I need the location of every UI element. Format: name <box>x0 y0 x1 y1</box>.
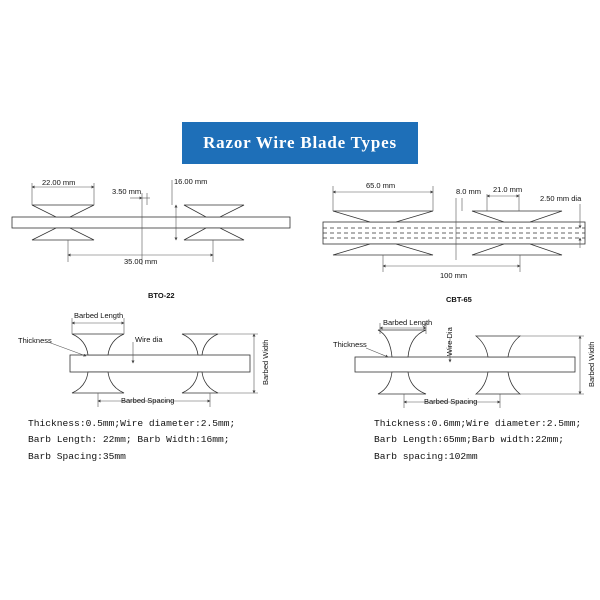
bto22-barb-left <box>31 204 95 218</box>
cbt65-barb-2-lower <box>471 243 563 256</box>
bto22-gap-label: 3.50 mm <box>112 187 141 196</box>
cbt65-width-label: 21.0 mm <box>493 185 522 194</box>
cbt65-barbed-length-label: Barbed Length <box>383 318 432 327</box>
cbt65-barb-1 <box>332 210 434 223</box>
bto22-dimensions <box>31 180 214 265</box>
cbt65-barbed-width-label: Barbed Width <box>587 342 596 387</box>
bto22-schematic <box>69 333 251 394</box>
cbt65-gap-label: 8.0 mm <box>456 187 481 196</box>
bto22-spec-line-3: Barb Spacing:35mm <box>28 451 126 462</box>
bto22-barbed-length-label: Barbed Length <box>74 311 123 320</box>
cbt65-spacing-label: 100 mm <box>440 271 467 280</box>
cbt65-thickness-label: Thickness <box>333 340 367 349</box>
cbt65-spec-line-1: Thickness:0.6mm;Wire diameter:2.5mm; <box>374 418 582 429</box>
cbt65-wire-label: 2.50 mm dia <box>540 194 582 203</box>
cbt65-spec-line-3: Barb spacing:102mm <box>374 451 478 462</box>
bto22-strip <box>11 216 291 229</box>
cbt65-schematic-dims <box>365 323 584 408</box>
bto22-spec-line-1: Thickness:0.5mm;Wire diameter:2.5mm; <box>28 418 236 429</box>
bto22-height-label: 16.00 mm <box>174 177 207 186</box>
cbt65-blade-drawing <box>322 210 586 256</box>
cbt65-name: CBT-65 <box>446 295 472 304</box>
bto22-barbed-width-label: Barbed Width <box>261 340 270 385</box>
cbt65-strip <box>322 221 586 245</box>
bto22-barbed-spacing-label: Barbed Spacing <box>121 396 174 405</box>
page-title: Razor Wire Blade Types <box>203 133 397 152</box>
cbt65-barbed-spacing-label: Barbed Spacing <box>424 397 477 406</box>
bto22-barb-left-lower <box>31 227 95 241</box>
cbt65-schematic <box>354 329 576 395</box>
bto22-spec-line-2: Barb Length: 22mm; Barb Width:16mm; <box>28 434 230 445</box>
cbt65-barb-2 <box>471 210 563 223</box>
bto22-blade-drawing <box>11 204 291 241</box>
cbt65-blade-length-label: 65.0 mm <box>366 181 395 190</box>
cbt65-dimensions <box>332 186 582 272</box>
bto22-barb-right-lower <box>183 227 245 241</box>
bto22-wire-dia-label: Wire dia <box>135 335 163 344</box>
cbt65-barb-1-lower <box>332 243 434 256</box>
cbt65-spec-line-2: Barb Length:65mm;Barb width:22mm; <box>374 434 564 445</box>
bto22-thickness-label: Thickness <box>18 336 52 345</box>
title-banner: Razor Wire Blade Types <box>182 122 418 164</box>
bto22-blade-length-label: 22.00 mm <box>42 178 75 187</box>
bto22-barb-right <box>183 204 245 218</box>
bto22-schematic-dims <box>47 318 258 407</box>
cbt65-wire-dia-label: Wire Dia <box>445 326 454 356</box>
bto22-spacing-label: 35.00 mm <box>124 257 157 266</box>
bto22-name: BTO-22 <box>148 291 175 300</box>
